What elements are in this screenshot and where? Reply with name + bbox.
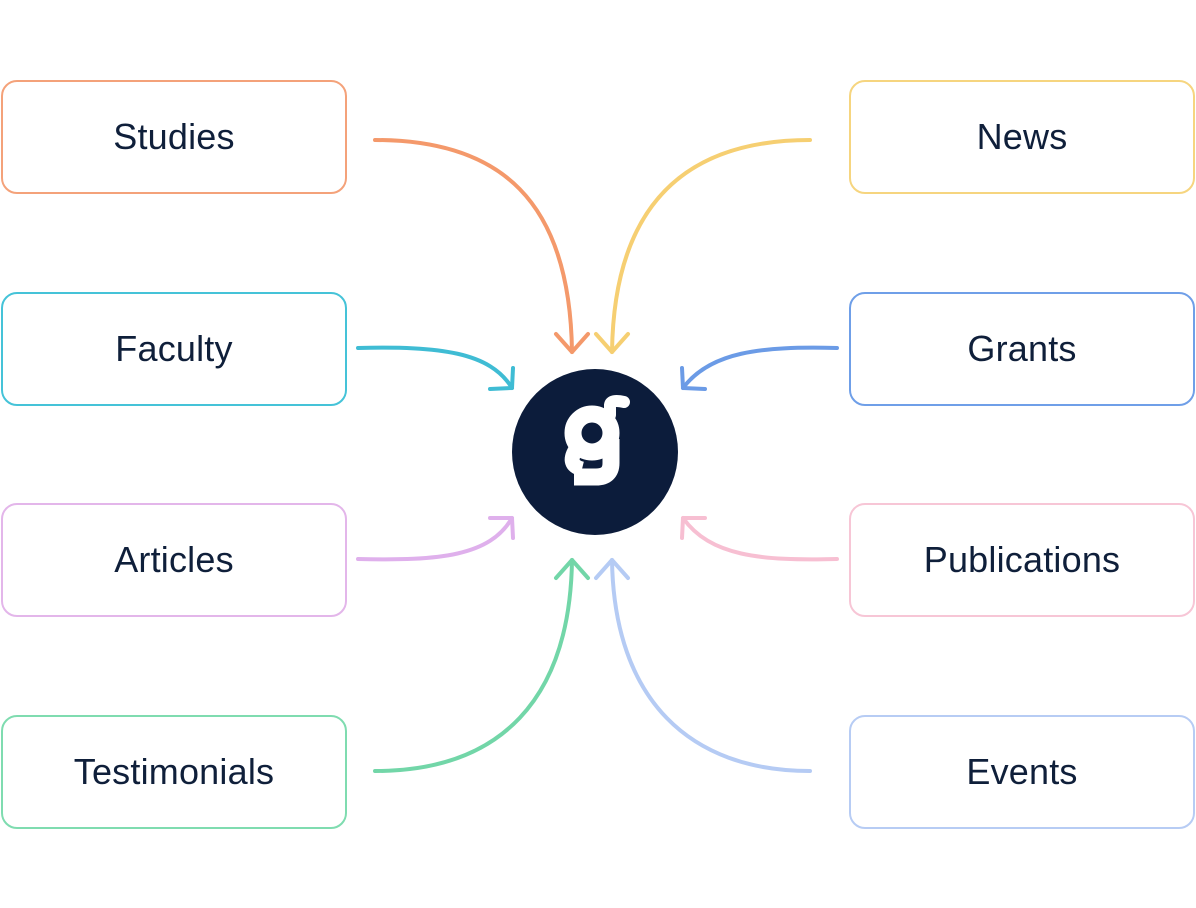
node-news: News	[849, 80, 1195, 194]
g-logo-icon	[564, 395, 630, 486]
hub-logo	[512, 369, 678, 535]
arrow-events-to-hub	[594, 558, 812, 773]
node-events: Events	[849, 715, 1195, 829]
arrow-testimonials-to-hub	[373, 558, 590, 773]
node-label: Grants	[967, 328, 1077, 369]
arrow-articles-to-hub	[356, 516, 515, 562]
node-label: Articles	[114, 539, 234, 580]
arrow-grants-to-hub	[680, 345, 839, 391]
node-faculty: Faculty	[1, 292, 347, 406]
node-publications: Publications	[849, 503, 1195, 617]
arrow-publications-to-hub	[680, 516, 839, 562]
node-label: Faculty	[115, 328, 233, 369]
node-label: Testimonials	[73, 751, 275, 792]
node-label: News	[976, 116, 1068, 157]
node-label: Publications	[923, 539, 1121, 580]
node-grants: Grants	[849, 292, 1195, 406]
node-testimonials: Testimonials	[1, 715, 347, 829]
node-label: Events	[966, 751, 1078, 792]
arrow-faculty-to-hub	[356, 345, 515, 391]
node-articles: Articles	[1, 503, 347, 617]
arrow-news-to-hub	[594, 138, 812, 354]
arrow-studies-to-hub	[373, 138, 590, 354]
node-label: Studies	[113, 116, 235, 157]
node-studies: Studies	[1, 80, 347, 194]
